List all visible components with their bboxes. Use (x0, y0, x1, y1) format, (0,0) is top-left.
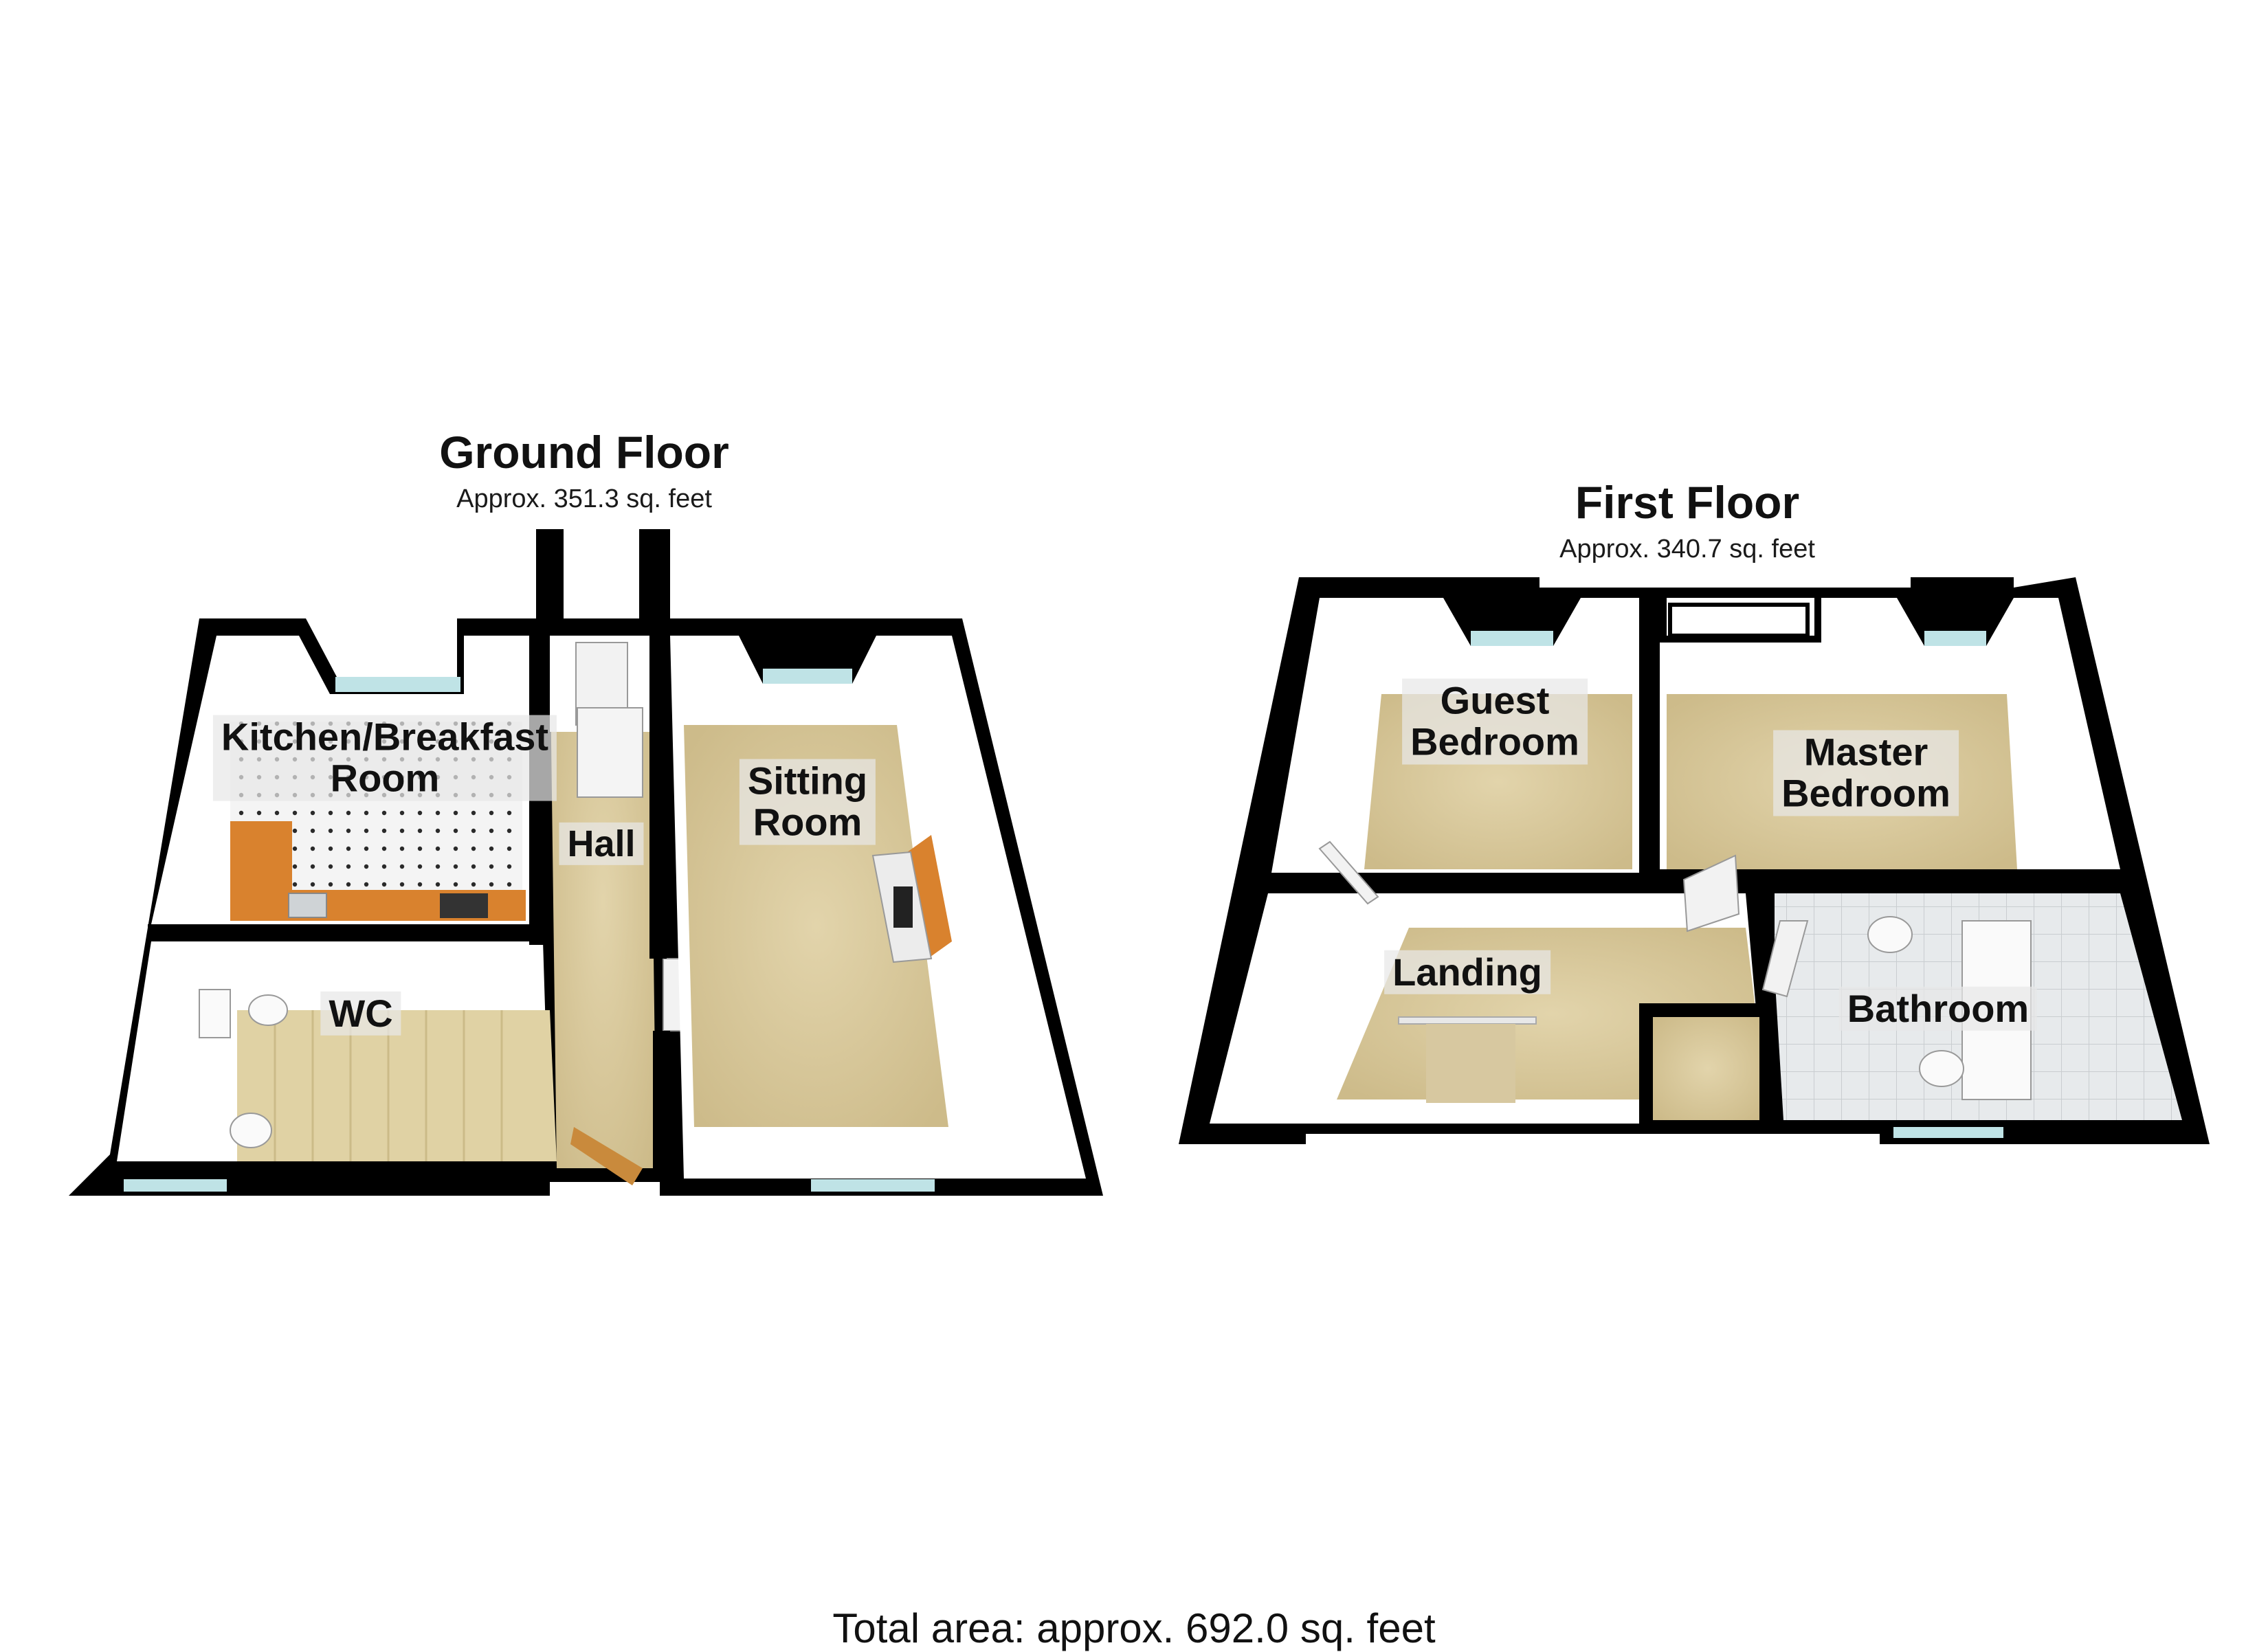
wall-kitchen-wc (148, 924, 550, 941)
bathroom-toilet-icon (1919, 1050, 1964, 1087)
wardrobe (1668, 603, 1810, 638)
first-floor-title: First Floor (1575, 477, 1800, 528)
door-master (1682, 854, 1740, 933)
guest-window (1471, 631, 1553, 646)
total-area: Total area: approx. 692.0 sq. feet (832, 1605, 1436, 1651)
airing-cupboard-inner (1653, 1017, 1763, 1120)
wc-window (124, 1179, 227, 1192)
master-window (1924, 631, 1986, 646)
room-label-guest-bedroom: Guest Bedroom (1402, 678, 1588, 765)
kitchen-window (335, 677, 460, 692)
first-floor-heading: First Floor Approx. 340.7 sq. feet (1515, 480, 1859, 562)
hob-icon (440, 893, 488, 918)
room-label-sitting: Sitting Room (739, 759, 876, 845)
wall-guest-master (1639, 598, 1660, 893)
sitting-window-front (811, 1179, 935, 1192)
room-label-kitchen: Kitchen/Breakfast Room (212, 715, 557, 801)
ground-floor-heading: Ground Floor Approx. 351.3 sq. feet (412, 429, 756, 512)
landing-stair-opening (1426, 1024, 1515, 1103)
stairs (237, 1010, 557, 1161)
sink-icon (288, 893, 327, 918)
room-label-master-bedroom: Master Bedroom (1773, 730, 1959, 816)
landing-stair-rail (1398, 1016, 1537, 1025)
bathroom-window (1893, 1127, 2003, 1138)
wall-hall-sitting-low (653, 1031, 670, 1179)
wall-landing-bathroom (1759, 883, 1775, 1120)
door-guest (1318, 840, 1379, 905)
toilet-icon (248, 994, 288, 1026)
ground-floor-title: Ground Floor (439, 427, 729, 478)
bathroom-basin-icon (1867, 916, 1913, 953)
room-label-landing: Landing (1384, 950, 1550, 995)
basin-icon (230, 1113, 272, 1148)
toilet-cistern (199, 989, 231, 1038)
first-floor-area: Approx. 340.7 sq. feet (1559, 535, 1815, 563)
room-label-bathroom: Bathroom (1838, 986, 2038, 1031)
front-door (570, 1127, 643, 1185)
room-label-wc: WC (320, 991, 401, 1036)
ground-floor-area: Approx. 351.3 sq. feet (456, 484, 712, 513)
room-label-hall: Hall (559, 822, 644, 866)
wall-hall-sitting (649, 636, 667, 959)
door-bathroom (1761, 920, 1809, 998)
fireplace (907, 835, 952, 959)
fireplace-insert (893, 886, 913, 928)
sitting-window (763, 669, 852, 684)
first-floor-plan (1179, 577, 2210, 1144)
hall-door-kitchen (577, 707, 643, 798)
